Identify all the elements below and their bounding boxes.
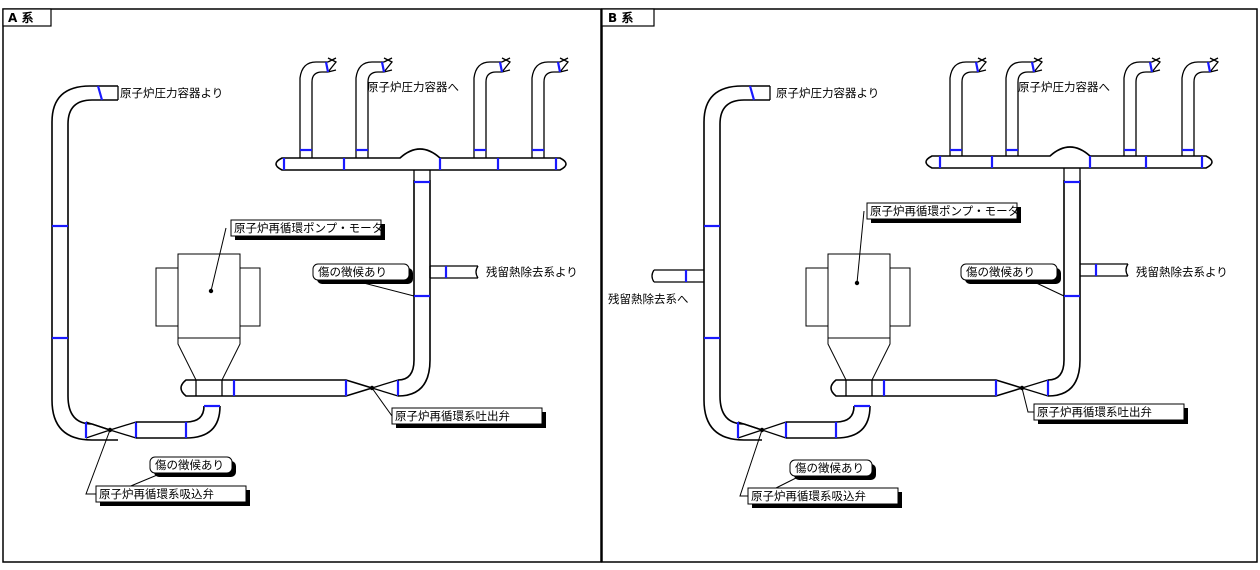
label-suction-valve-b: 原子炉再循環系吸込弁 — [751, 489, 866, 503]
panel-a-title-box — [2, 8, 52, 27]
label-pump-motor-a: 原子炉再循環ポンプ・モータ — [234, 221, 383, 235]
label-scratch-a2: 傷の徴候あり — [155, 458, 224, 472]
label-discharge-valve-b: 原子炉再循環系吐出弁 — [1037, 405, 1152, 419]
label-to-rpv-a: 原子炉圧力容器へ — [367, 80, 459, 94]
label-suction-valve-a: 原子炉再循環系吸込弁 — [99, 487, 214, 501]
panel-b-title-box — [601, 8, 655, 27]
label-scratch-b2: 傷の徴候あり — [795, 461, 864, 475]
discharge-piping — [180, 57, 570, 397]
panel-b-frame — [601, 8, 1258, 563]
label-to-rpv-b: 原子炉圧力容器へ — [1018, 80, 1110, 94]
label-from-rhr-b: 残留熱除去系より — [1136, 265, 1228, 279]
label-from-rhr-a: 残留熱除去系より — [486, 265, 578, 279]
panel-b: B 系 — [601, 8, 1258, 563]
pump-motor — [155, 253, 261, 396]
label-scratch-a1: 傷の徴候あり — [318, 265, 387, 279]
suction-piping — [51, 85, 221, 441]
panel-a-frame — [2, 8, 602, 563]
label-from-rpv-b: 原子炉圧力容器より — [776, 86, 879, 100]
label-pump-motor-b: 原子炉再循環ポンプ・モータ — [870, 204, 1019, 218]
suction-piping-b — [651, 85, 871, 441]
panel-b-title: B 系 — [608, 10, 633, 25]
pump-motor-b — [805, 253, 911, 396]
panel-a-title: A 系 — [8, 10, 33, 25]
panel-a: A 系 — [2, 8, 602, 563]
label-discharge-valve-a: 原子炉再循環系吐出弁 — [395, 409, 510, 423]
discharge-piping-b — [830, 57, 1220, 397]
label-from-rpv-a: 原子炉圧力容器より — [120, 86, 223, 100]
label-to-rhr-b: 残留熱除去系へ — [608, 292, 689, 306]
label-scratch-b1: 傷の徴候あり — [966, 265, 1035, 279]
